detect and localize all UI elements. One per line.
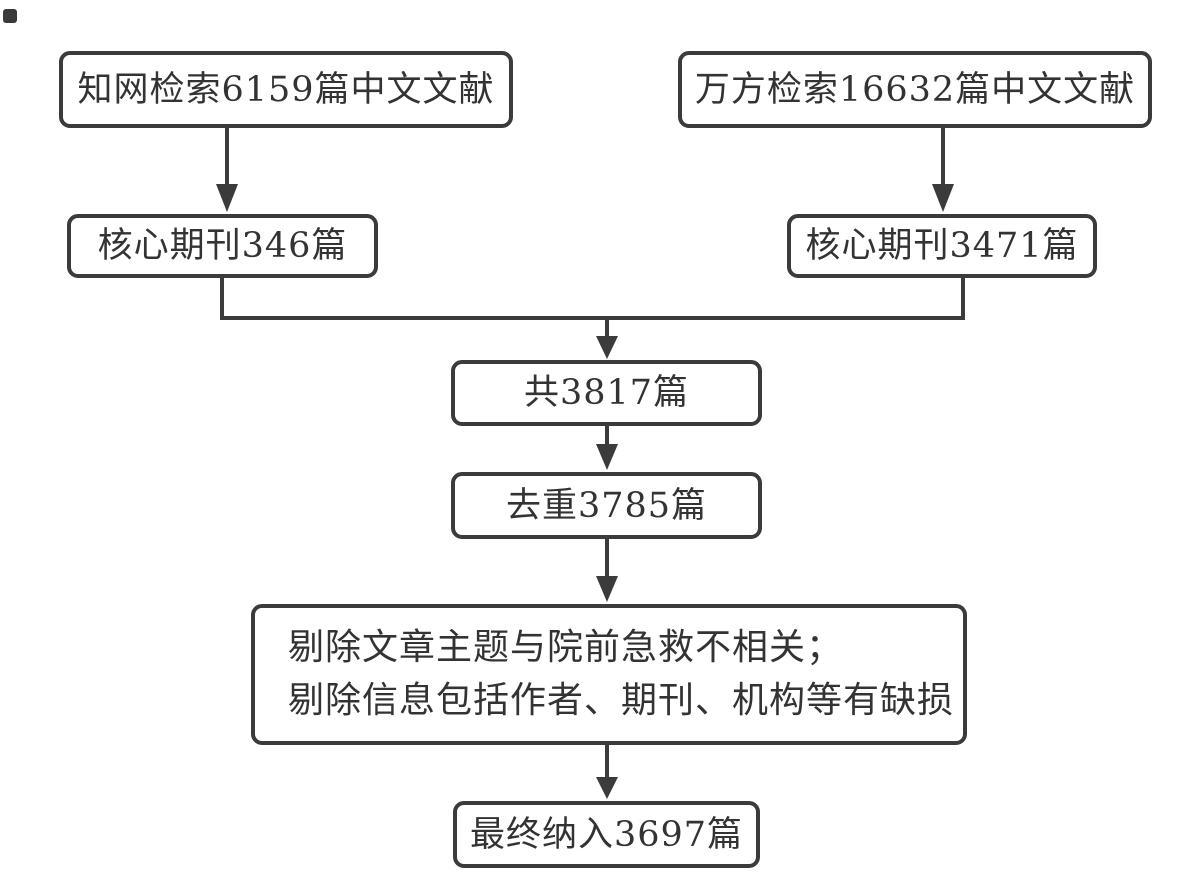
node-dedup-label: 去重3785篇 xyxy=(505,485,708,526)
edge-merge-bracket xyxy=(220,278,965,320)
stray-mark xyxy=(3,9,17,23)
arrowhead-total xyxy=(596,336,618,359)
arrowhead-cnki-core xyxy=(216,184,238,212)
arrowhead-final xyxy=(596,777,618,799)
node-exclusion-line1: 剔除文章主题与院前急救不相关； xyxy=(288,627,844,669)
arrowhead-wanfang-core xyxy=(932,184,954,212)
node-cnki-core: 核心期刊346篇 xyxy=(67,214,378,278)
node-cnki-search: 知网检索6159篇中文文献 xyxy=(59,51,513,128)
node-exclusion: 剔除文章主题与院前急救不相关； 剔除信息包括作者、期刊、机构等有缺损 xyxy=(251,604,967,745)
node-total-label: 共3817篇 xyxy=(523,373,690,413)
arrowhead-dedup xyxy=(596,444,618,470)
node-cnki-core-label: 核心期刊346篇 xyxy=(97,226,348,266)
node-wanfang-search: 万方检索16632篇中文文献 xyxy=(678,51,1152,128)
node-total: 共3817篇 xyxy=(451,360,762,426)
node-final-label: 最终纳入3697篇 xyxy=(469,814,744,855)
node-dedup: 去重3785篇 xyxy=(451,472,762,539)
node-wanfang-core: 核心期刊3471篇 xyxy=(787,214,1097,278)
node-wanfang-core-label: 核心期刊3471篇 xyxy=(805,226,1079,266)
node-exclusion-line2: 剔除信息包括作者、期刊、机构等有缺损 xyxy=(288,679,955,721)
node-final: 最终纳入3697篇 xyxy=(453,801,760,868)
arrowhead-exclusion xyxy=(596,576,618,602)
node-wanfang-search-label: 万方检索16632篇中文文献 xyxy=(694,69,1136,110)
node-cnki-search-label: 知网检索6159篇中文文献 xyxy=(77,69,495,110)
